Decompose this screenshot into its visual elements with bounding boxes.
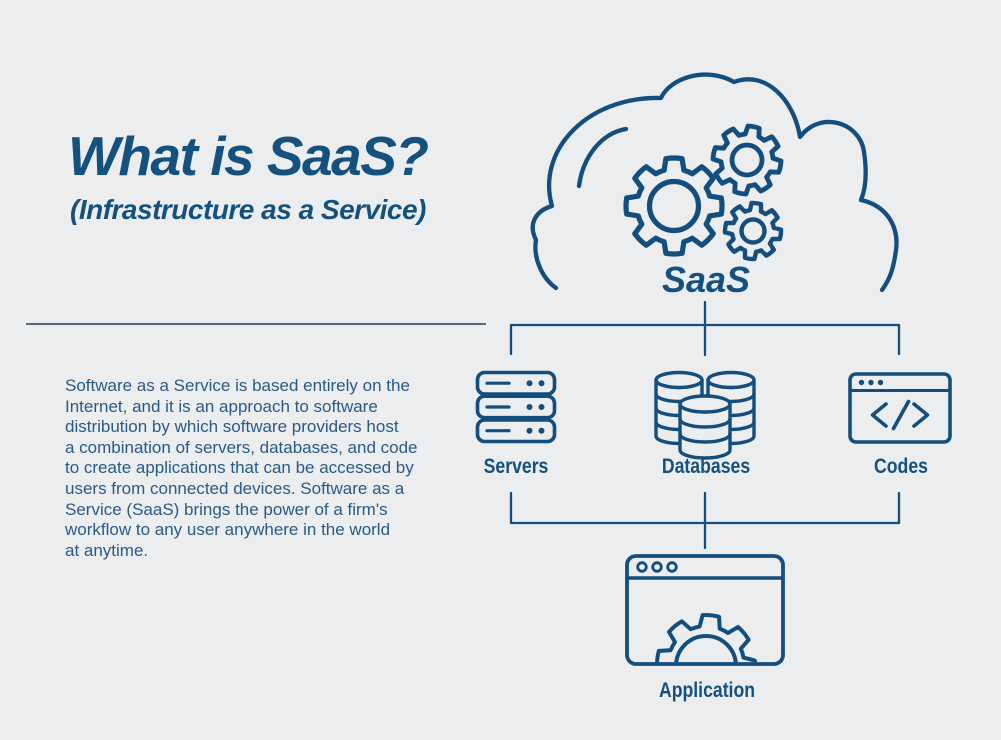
- node-label-codes: Codes: [874, 455, 928, 478]
- server-stack-icon: [475, 370, 557, 444]
- code-window-icon: [848, 372, 952, 444]
- gear-icon-small: [722, 200, 784, 262]
- database-cylinder-band: [678, 417, 732, 429]
- code-slash: [891, 399, 911, 431]
- database-cylinder-top: [678, 394, 732, 414]
- app-gear-hub: [674, 634, 738, 663]
- gear-icon-large-hub: [646, 178, 702, 234]
- page-title: What is SaaS?: [68, 125, 429, 187]
- connector-tree: [509, 300, 901, 550]
- app-window-gear-icon: [625, 554, 785, 666]
- database-icon: [654, 370, 756, 460]
- description-text: Software as a Service is based entirely …: [65, 376, 418, 560]
- database-cylinder-top: [706, 370, 756, 390]
- database-cylinder-band: [678, 432, 732, 444]
- code-bracket-left: [870, 402, 888, 428]
- cloud-label: SaaS: [661, 259, 751, 300]
- code-bracket-right: [912, 402, 930, 428]
- node-label-servers: Servers: [483, 455, 549, 478]
- database-cylinder-top: [654, 370, 704, 390]
- gear-icon-medium: [710, 123, 784, 197]
- gear-icon-large: [623, 155, 725, 257]
- gear-icon-small-hub: [739, 217, 767, 245]
- node-label-databases: Databases: [661, 455, 751, 478]
- gear-icon-medium-hub: [729, 142, 765, 178]
- divider-line: [26, 323, 486, 325]
- page-subtitle: (Infrastructure as a Service): [70, 194, 426, 225]
- cloud-gears-icon: [530, 72, 899, 293]
- app-gear: [655, 612, 757, 663]
- cloud-inner-arc: [576, 126, 629, 189]
- node-label-application: Application: [658, 679, 756, 702]
- cloud-outline: [530, 72, 899, 293]
